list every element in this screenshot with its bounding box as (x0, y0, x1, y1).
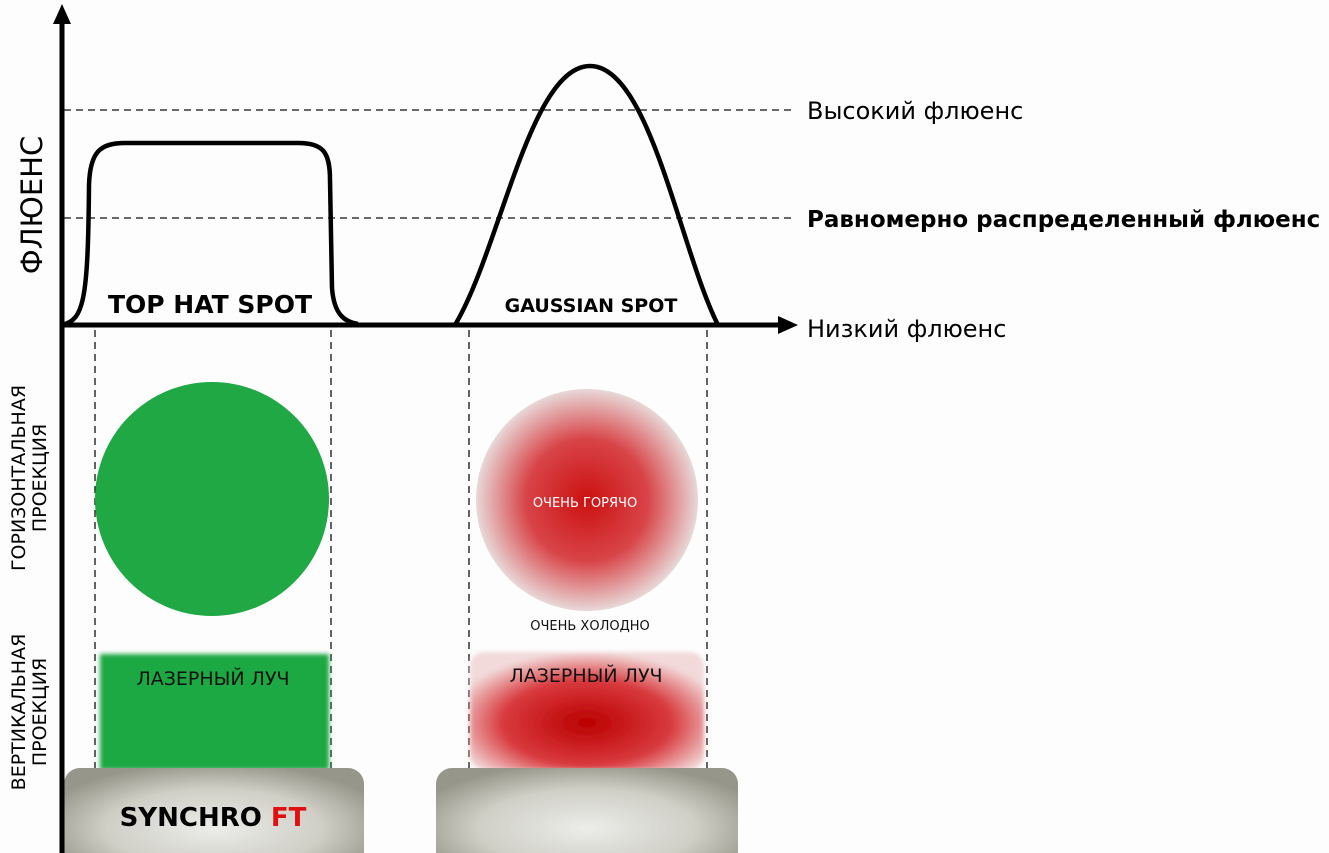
horizontal-projection-label-2: ПРОЕКЦИЯ (29, 424, 51, 532)
vertical-projection-label-1: ВЕРТИКАЛЬНАЯ (8, 634, 30, 791)
x-axis-label: Низкий флюенс (807, 315, 1006, 343)
gaussian-horizontal-spot (476, 389, 698, 611)
top-hat-vertical-beam (100, 654, 329, 770)
vertical-projection-label-2: ПРОЕКЦИЯ (29, 658, 51, 766)
gaussian-label: GAUSSIAN SPOT (505, 295, 678, 317)
top-hat-label: TOP HAT SPOT (108, 290, 312, 319)
beam-right-label: ЛАЗЕРНЫЙ ЛУЧ (509, 664, 662, 687)
uniform-fluence-label: Равномерно распределенный флюенс (807, 207, 1320, 233)
x-axis-arrow-icon (778, 316, 798, 334)
device-suffix: FT (271, 803, 307, 833)
device-name: SYNCHRO (120, 803, 262, 833)
horizontal-projection-label-1: ГОРИЗОНТАЛЬНАЯ (8, 385, 30, 571)
high-fluence-label: Высокий флюенс (807, 97, 1023, 125)
gaussian-vertical-beam (470, 652, 704, 770)
top-hat-curve (61, 140, 359, 328)
guide-lines (94, 330, 708, 768)
beam-left-label: ЛАЗЕРНЫЙ ЛУЧ (136, 667, 289, 690)
top-hat-horizontal-spot (95, 382, 329, 616)
synchro-ft-device (64, 768, 364, 853)
gaussian-device (436, 768, 738, 853)
very-cold-label: ОЧЕНЬ ХОЛОДНО (530, 619, 650, 634)
y-axis-label: ФЛЮЕНС (15, 136, 49, 274)
device-brand: SYNCHRO FT (120, 803, 307, 833)
gaussian-curve (453, 63, 721, 327)
y-axis-arrow-icon (53, 4, 71, 24)
very-hot-label: ОЧЕНЬ ГОРЯЧО (533, 496, 637, 511)
